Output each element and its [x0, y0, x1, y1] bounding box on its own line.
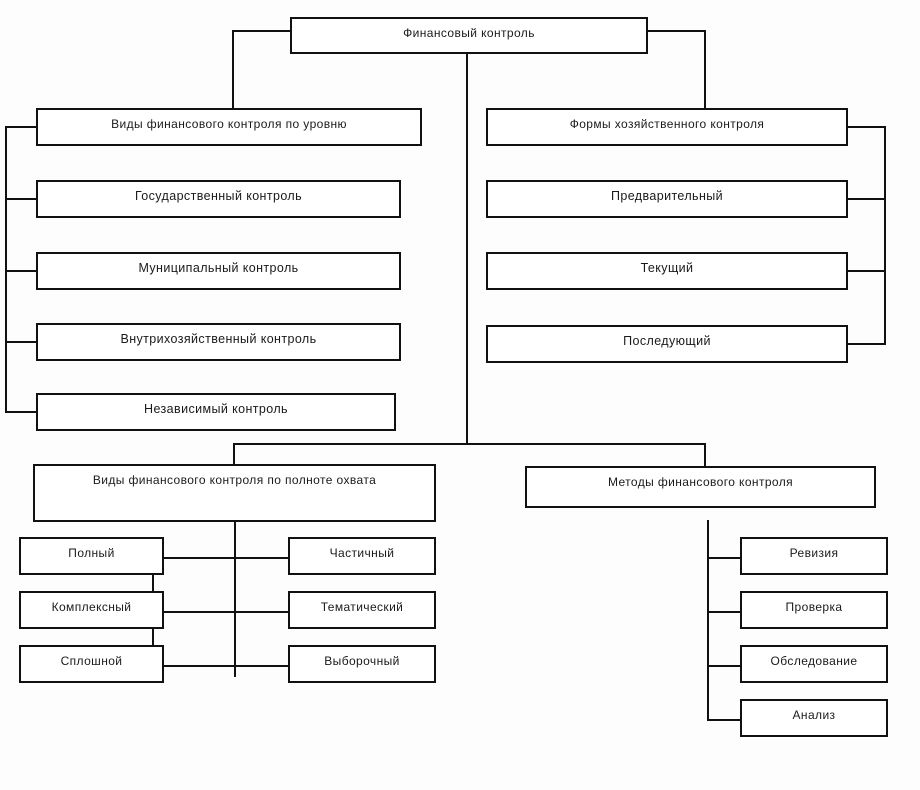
connector-root-to-forms-horizontal	[646, 30, 706, 32]
connector-forms-stub-3	[848, 343, 886, 345]
node-preliminary[interactable]: Предварительный	[486, 180, 848, 218]
node-full[interactable]: Полный	[19, 537, 164, 575]
connector-root-to-levels-horizontal	[232, 30, 292, 32]
connector-scope-row-0	[152, 557, 288, 559]
connector-methods-stub-1	[707, 611, 742, 613]
connector-scope-inner-spine	[234, 522, 236, 677]
node-independent-control-label: Независимый контроль	[144, 402, 288, 416]
connector-levels-stub-4	[5, 411, 38, 413]
node-independent-control[interactable]: Независимый контроль	[36, 393, 396, 431]
connector-levels-stub-1	[5, 198, 38, 200]
header-scope-label: Виды финансового контроля по полноте охв…	[92, 473, 377, 487]
node-subsequent[interactable]: Последующий	[486, 325, 848, 363]
connector-root-to-forms-vertical	[704, 30, 706, 110]
connector-levels-stub-3	[5, 341, 38, 343]
connector-levels-spine	[5, 126, 7, 412]
connector-levels-stub-0	[5, 126, 38, 128]
connector-methods-stub-2	[707, 665, 742, 667]
root-node-label: Финансовый контроль	[403, 26, 535, 40]
node-selective[interactable]: Выборочный	[288, 645, 436, 683]
connector-bottom-split-horizontal	[233, 443, 706, 445]
header-methods-label: Методы финансового контроля	[607, 475, 794, 489]
header-levels[interactable]: Виды финансового контроля по уровню	[36, 108, 422, 146]
node-state-control[interactable]: Государственный контроль	[36, 180, 401, 218]
root-node-financial-control[interactable]: Финансовый контроль	[290, 17, 648, 54]
connector-forms-stub-0	[848, 126, 886, 128]
node-current[interactable]: Текущий	[486, 252, 848, 290]
node-thematic[interactable]: Тематический	[288, 591, 436, 629]
header-scope[interactable]: Виды финансового контроля по полноте охв…	[33, 464, 436, 522]
node-selective-label: Выборочный	[324, 654, 400, 668]
node-complex[interactable]: Комплексный	[19, 591, 164, 629]
node-partial[interactable]: Частичный	[288, 537, 436, 575]
node-municipal-control[interactable]: Муниципальный контроль	[36, 252, 401, 290]
connector-forms-stub-1	[848, 198, 886, 200]
node-inspection[interactable]: Проверка	[740, 591, 888, 629]
node-continuous[interactable]: Сплошной	[19, 645, 164, 683]
connector-methods-stub-0	[707, 557, 742, 559]
node-thematic-label: Тематический	[320, 600, 404, 614]
node-analysis[interactable]: Анализ	[740, 699, 888, 737]
header-forms-label: Формы хозяйственного контроля	[569, 117, 765, 131]
node-analysis-label: Анализ	[792, 708, 836, 722]
header-forms[interactable]: Формы хозяйственного контроля	[486, 108, 848, 146]
node-survey-label: Обследование	[770, 654, 858, 668]
node-survey[interactable]: Обследование	[740, 645, 888, 683]
node-inspection-label: Проверка	[785, 600, 843, 614]
node-internal-control[interactable]: Внутрихозяйственный контроль	[36, 323, 401, 361]
connector-levels-stub-2	[5, 270, 38, 272]
connector-root-trunk-vertical	[466, 52, 468, 444]
connector-forms-stub-2	[848, 270, 886, 272]
node-complex-label: Комплексный	[51, 600, 132, 614]
connector-root-to-levels-vertical	[232, 30, 234, 110]
header-levels-label: Виды финансового контроля по уровню	[111, 117, 347, 131]
node-full-label: Полный	[68, 546, 115, 560]
header-methods[interactable]: Методы финансового контроля	[525, 466, 876, 508]
connector-bottom-split-left-drop	[233, 443, 235, 466]
connector-scope-row-1	[152, 611, 288, 613]
connector-scope-row-2	[152, 665, 288, 667]
connector-methods-stub-3	[707, 719, 742, 721]
node-municipal-control-label: Муниципальный контроль	[138, 261, 299, 275]
node-internal-control-label: Внутрихозяйственный контроль	[120, 332, 317, 346]
connector-forms-spine	[884, 126, 886, 343]
node-current-label: Текущий	[640, 261, 694, 275]
connector-bottom-split-right-drop	[704, 443, 706, 466]
connector-methods-spine	[707, 520, 709, 720]
node-revision[interactable]: Ревизия	[740, 537, 888, 575]
node-preliminary-label: Предварительный	[610, 189, 724, 203]
node-subsequent-label: Последующий	[623, 334, 711, 348]
node-partial-label: Частичный	[329, 546, 395, 560]
node-continuous-label: Сплошной	[60, 654, 123, 668]
node-revision-label: Ревизия	[789, 546, 839, 560]
node-state-control-label: Государственный контроль	[134, 189, 303, 203]
